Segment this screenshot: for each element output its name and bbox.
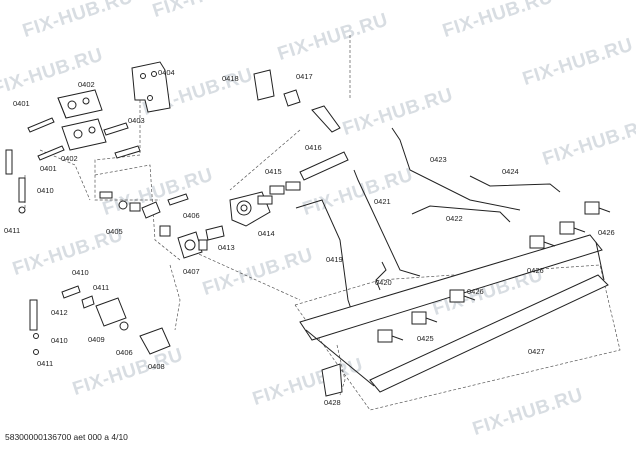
- fitting-0410: [18, 177, 26, 203]
- part-label: 0411: [37, 359, 54, 368]
- part-label: 0408: [148, 362, 165, 371]
- manifold-0427-lower: [369, 274, 609, 393]
- valve-0425: [411, 311, 438, 325]
- manifold-connector: [305, 329, 375, 387]
- part-label: 0419: [326, 255, 343, 264]
- part-label: 0410: [72, 268, 89, 277]
- part-label: 0414: [258, 229, 275, 238]
- nut-0406: [159, 225, 171, 237]
- bracket-0404: [131, 61, 171, 113]
- fitting-0410: [5, 149, 13, 175]
- part-label: 0402: [78, 80, 95, 89]
- valve-0425: [377, 329, 404, 343]
- valve-block-0402-top: [57, 89, 103, 119]
- washer-0411: [33, 349, 39, 355]
- part-label: 0410: [51, 336, 68, 345]
- nut-0406: [119, 321, 129, 331]
- rod-0403: [114, 145, 141, 159]
- nut-0417: [283, 89, 301, 107]
- part-label: 0418: [222, 74, 239, 83]
- fitting-0413: [205, 225, 225, 241]
- manifold-0427: [299, 234, 603, 341]
- rod-0403: [103, 122, 129, 136]
- washer-0410: [33, 333, 39, 339]
- part-label: 0427: [528, 347, 545, 356]
- part-label: 0420: [375, 278, 392, 287]
- part-label: 0426: [467, 287, 484, 296]
- tube-0424: [469, 175, 561, 193]
- fitting-0410: [61, 285, 81, 299]
- valve-0426: [529, 235, 556, 249]
- part-label: 0406: [183, 211, 200, 220]
- part-label: 0409: [88, 335, 105, 344]
- part-label: 0426: [527, 266, 544, 275]
- part-label: 0428: [324, 398, 341, 407]
- part-label: 0407: [183, 267, 200, 276]
- part-label: 0401: [40, 164, 57, 173]
- valve-0426: [559, 221, 586, 235]
- part-label: 0422: [446, 214, 463, 223]
- part-label: 0421: [374, 197, 391, 206]
- document-footer: 58300000136700 aet 000 a 4/10: [5, 432, 128, 442]
- part-label: 0403: [128, 116, 145, 125]
- bracket-0428: [321, 363, 343, 397]
- bolt-0401: [37, 145, 65, 161]
- part-label: 0411: [93, 283, 110, 292]
- part-label: 0402: [61, 154, 78, 163]
- valve-0426: [449, 289, 476, 303]
- hose-0417: [311, 105, 341, 133]
- fitting-0411: [81, 295, 95, 309]
- part-label: 0424: [502, 167, 519, 176]
- part-label: 0404: [158, 68, 175, 77]
- hose-0416: [299, 151, 349, 181]
- tube-0422b: [411, 205, 511, 223]
- fitting-0415: [269, 185, 285, 195]
- tube-0412: [29, 299, 38, 331]
- elbow-0408: [139, 327, 171, 355]
- fitting-0415: [285, 181, 301, 191]
- fittings-0405: [99, 191, 189, 219]
- guide-lines: [24, 35, 621, 411]
- part-label: 0416: [305, 143, 322, 152]
- regulator-0414: [229, 191, 273, 227]
- gasket-0418: [253, 69, 275, 101]
- washer-0411: [18, 206, 26, 214]
- part-label: 0411: [4, 226, 21, 235]
- valve-0409: [95, 297, 127, 327]
- part-label: 0406: [116, 348, 133, 357]
- part-label: 0415: [265, 167, 282, 176]
- part-label: 0412: [51, 308, 68, 317]
- tube-0422: [391, 127, 521, 211]
- valve-0426: [584, 201, 611, 215]
- tube-0420: [375, 261, 387, 291]
- manifold-connector: [595, 241, 605, 281]
- part-label: 0405: [106, 227, 123, 236]
- part-label: 0417: [296, 72, 313, 81]
- bolt-0401: [27, 117, 55, 133]
- cross-fitting-0407: [177, 231, 208, 259]
- part-label: 0401: [13, 99, 30, 108]
- part-label: 0423: [430, 155, 447, 164]
- part-label: 0425: [417, 334, 434, 343]
- tube-0421: [353, 169, 421, 277]
- part-label: 0410: [37, 186, 54, 195]
- tube-0419: [295, 199, 353, 313]
- part-label: 0426: [598, 228, 615, 237]
- part-label: 0413: [218, 243, 235, 252]
- valve-block-0402-bottom: [61, 118, 107, 151]
